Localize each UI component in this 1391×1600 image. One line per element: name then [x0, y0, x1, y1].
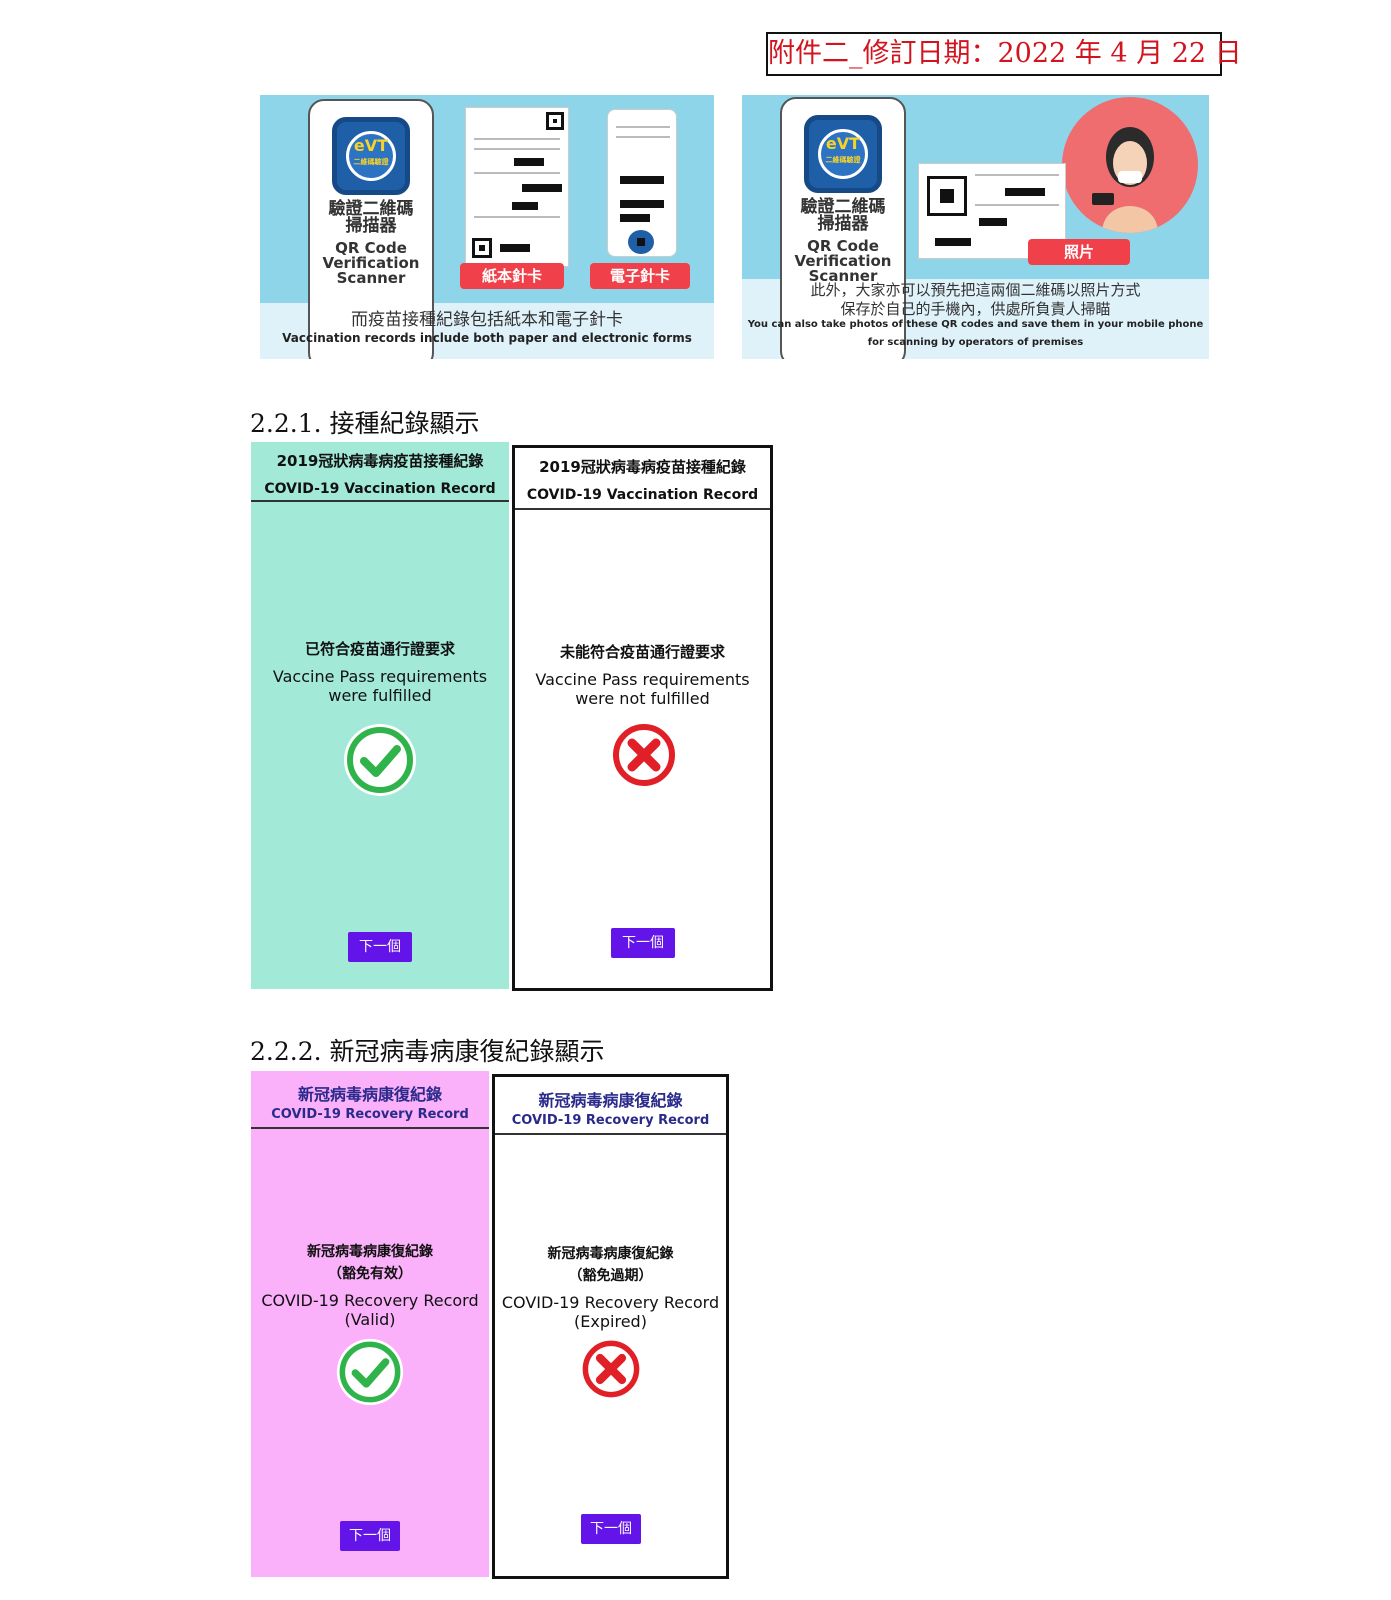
status-zh: 未能符合疫苗通行證要求 [559, 643, 725, 661]
redaction-bar [512, 202, 538, 210]
next-button[interactable]: 下一個 [581, 1514, 641, 1544]
evt-logo-subtext: 二維碼驗證 [353, 158, 389, 166]
recovery-panel-valid: 新冠病毒病康復紀錄 COVID-19 Recovery Record 新冠病毒病… [251, 1071, 489, 1577]
banner-caption-en: Vaccination records include both paper a… [282, 331, 692, 345]
qr-code-icon [472, 238, 492, 258]
doc-line [616, 136, 670, 138]
paper-record-illustration [465, 107, 569, 267]
vaccination-panel-fulfilled: 2019冠狀病毒病疫苗接種紀錄 COVID-19 Vaccination Rec… [251, 442, 509, 989]
electronic-record-illustration [607, 109, 677, 257]
panel-header-zh: 新冠病毒病康復紀錄 [538, 1091, 683, 1110]
scanner-title-zh: 驗證二維碼 掃描器 [328, 199, 414, 236]
doc-line [616, 126, 670, 128]
banner-caption-en-2: for scanning by operators of premises [867, 337, 1084, 348]
doc-line [474, 216, 560, 218]
evt-logo: eVT 二維碼驗證 [804, 115, 882, 193]
doc-line [975, 204, 1059, 206]
panel-header-en: COVID-19 Vaccination Record [264, 481, 496, 497]
next-button[interactable]: 下一個 [348, 932, 412, 962]
redaction-bar [935, 238, 971, 246]
redaction-bar [522, 184, 562, 192]
paper-record-tag: 紙本針卡 [460, 263, 564, 289]
check-circle-icon [342, 722, 418, 802]
redaction-bar [1005, 188, 1045, 196]
person-icon [1092, 127, 1158, 233]
vaccination-panel-not-fulfilled: 2019冠狀病毒病疫苗接種紀錄 COVID-19 Vaccination Rec… [512, 445, 773, 991]
scanner-phone-illustration: eVT 二維碼驗證 驗證二維碼 掃描器 QR Code Verification… [780, 97, 906, 359]
status-en: COVID-19 Recovery Record (Expired) [501, 1293, 720, 1331]
recovery-panel-expired: 新冠病毒病康復紀錄 COVID-19 Recovery Record 新冠病毒病… [492, 1074, 729, 1579]
banner-vaccination-records: eVT 二維碼驗證 驗證二維碼 掃描器 QR Code Verification… [260, 95, 714, 359]
qr-code-icon [628, 230, 654, 254]
check-circle-icon [335, 1337, 405, 1411]
status-sub-zh: （豁免過期） [568, 1268, 653, 1284]
next-button[interactable]: 下一個 [611, 928, 675, 958]
cross-circle-icon [609, 720, 679, 794]
scanner-title-en: QR Code Verification Scanner [794, 237, 892, 285]
qr-code-icon [927, 176, 967, 216]
banner-photo-records: eVT 二維碼驗證 驗證二維碼 掃描器 QR Code Verification… [742, 95, 1209, 359]
qr-code-icon [546, 112, 564, 130]
redaction-bar [500, 244, 530, 252]
banner-caption-zh: 而疫苗接種紀錄包括紙本和電子針卡 [351, 310, 623, 330]
scanner-phone-illustration: eVT 二維碼驗證 驗證二維碼 掃描器 QR Code Verification… [308, 99, 434, 359]
annex-revision-label: 附件二_修訂日期：2022 年 4 月 22 日 [766, 32, 1242, 76]
panel-header-zh: 新冠病毒病康復紀錄 [297, 1085, 442, 1104]
redaction-bar [979, 218, 1007, 226]
panel-header: 2019冠狀病毒病疫苗接種紀錄 COVID-19 Vaccination Rec… [515, 448, 770, 510]
banner-caption-zh-1: 此外，大家亦可以預先把這兩個二維碼以照片方式 [810, 281, 1141, 299]
panel-header: 新冠病毒病康復紀錄 COVID-19 Recovery Record [495, 1077, 726, 1135]
electronic-record-tag: 電子針卡 [590, 263, 690, 289]
status-en: Vaccine Pass requirements were fulfilled [272, 667, 488, 705]
section-heading-vaccination: 2.2.1. 接種紀錄顯示 [250, 409, 480, 438]
panel-header-en: COVID-19 Recovery Record [271, 1107, 469, 1122]
panel-header-en: COVID-19 Vaccination Record [526, 487, 759, 503]
status-zh: 新冠病毒病康復紀錄 [547, 1246, 674, 1262]
person-illustration [1062, 97, 1198, 233]
doc-line [975, 174, 1059, 176]
panel-header-zh: 2019冠狀病毒病疫苗接種紀錄 [539, 458, 746, 476]
evt-logo-text: eVT [353, 136, 389, 155]
banner-caption-en-1: You can also take photos of these QR cod… [747, 319, 1204, 330]
cross-circle-icon [579, 1337, 643, 1405]
panel-status: 已符合疫苗通行證要求 Vaccine Pass requirements wer… [251, 638, 509, 705]
evt-logo-inner: eVT 二維碼驗證 [346, 131, 396, 181]
evt-logo-subtext: 二維碼驗證 [825, 156, 861, 164]
redaction-bar [514, 158, 544, 166]
evt-logo-inner: eVT 二維碼驗證 [818, 129, 868, 179]
panel-header-en: COVID-19 Recovery Record [511, 1113, 710, 1128]
doc-line [474, 138, 560, 140]
status-zh: 已符合疫苗通行證要求 [304, 640, 455, 658]
next-button[interactable]: 下一個 [340, 1521, 400, 1551]
photo-tag: 照片 [1028, 239, 1130, 265]
panel-header-zh: 2019冠狀病毒病疫苗接種紀錄 [276, 452, 484, 470]
panel-status: 未能符合疫苗通行證要求 Vaccine Pass requirements we… [515, 641, 770, 708]
redaction-bar [620, 200, 664, 208]
panel-header: 2019冠狀病毒病疫苗接種紀錄 COVID-19 Vaccination Rec… [251, 442, 509, 502]
redaction-bar [620, 214, 650, 222]
panel-status: 新冠病毒病康復紀錄 （豁免過期） COVID-19 Recovery Recor… [495, 1243, 726, 1331]
status-sub-zh: （豁免有效） [328, 1266, 412, 1282]
doc-line [474, 148, 560, 150]
evt-logo-text: eVT [825, 134, 861, 153]
scanner-title-zh: 驗證二維碼 掃描器 [800, 197, 886, 234]
evt-logo: eVT 二維碼驗證 [332, 117, 410, 195]
status-en: Vaccine Pass requirements were not fulfi… [535, 670, 750, 708]
banner-caption-zh-2: 保存於自己的手機內，供處所負責人掃瞄 [840, 300, 1111, 318]
scanner-title-en: QR Code Verification Scanner [322, 239, 420, 287]
section-heading-recovery: 2.2.2. 新冠病毒病康復紀錄顯示 [250, 1037, 605, 1066]
photo-record-illustration [918, 163, 1066, 259]
redaction-bar [620, 176, 664, 184]
panel-header: 新冠病毒病康復紀錄 COVID-19 Recovery Record [251, 1071, 489, 1129]
status-en: COVID-19 Recovery Record (Valid) [261, 1291, 479, 1329]
panel-status: 新冠病毒病康復紀錄 （豁免有效） COVID-19 Recovery Recor… [251, 1241, 489, 1329]
doc-line [474, 172, 560, 174]
status-zh: 新冠病毒病康復紀錄 [307, 1244, 433, 1260]
